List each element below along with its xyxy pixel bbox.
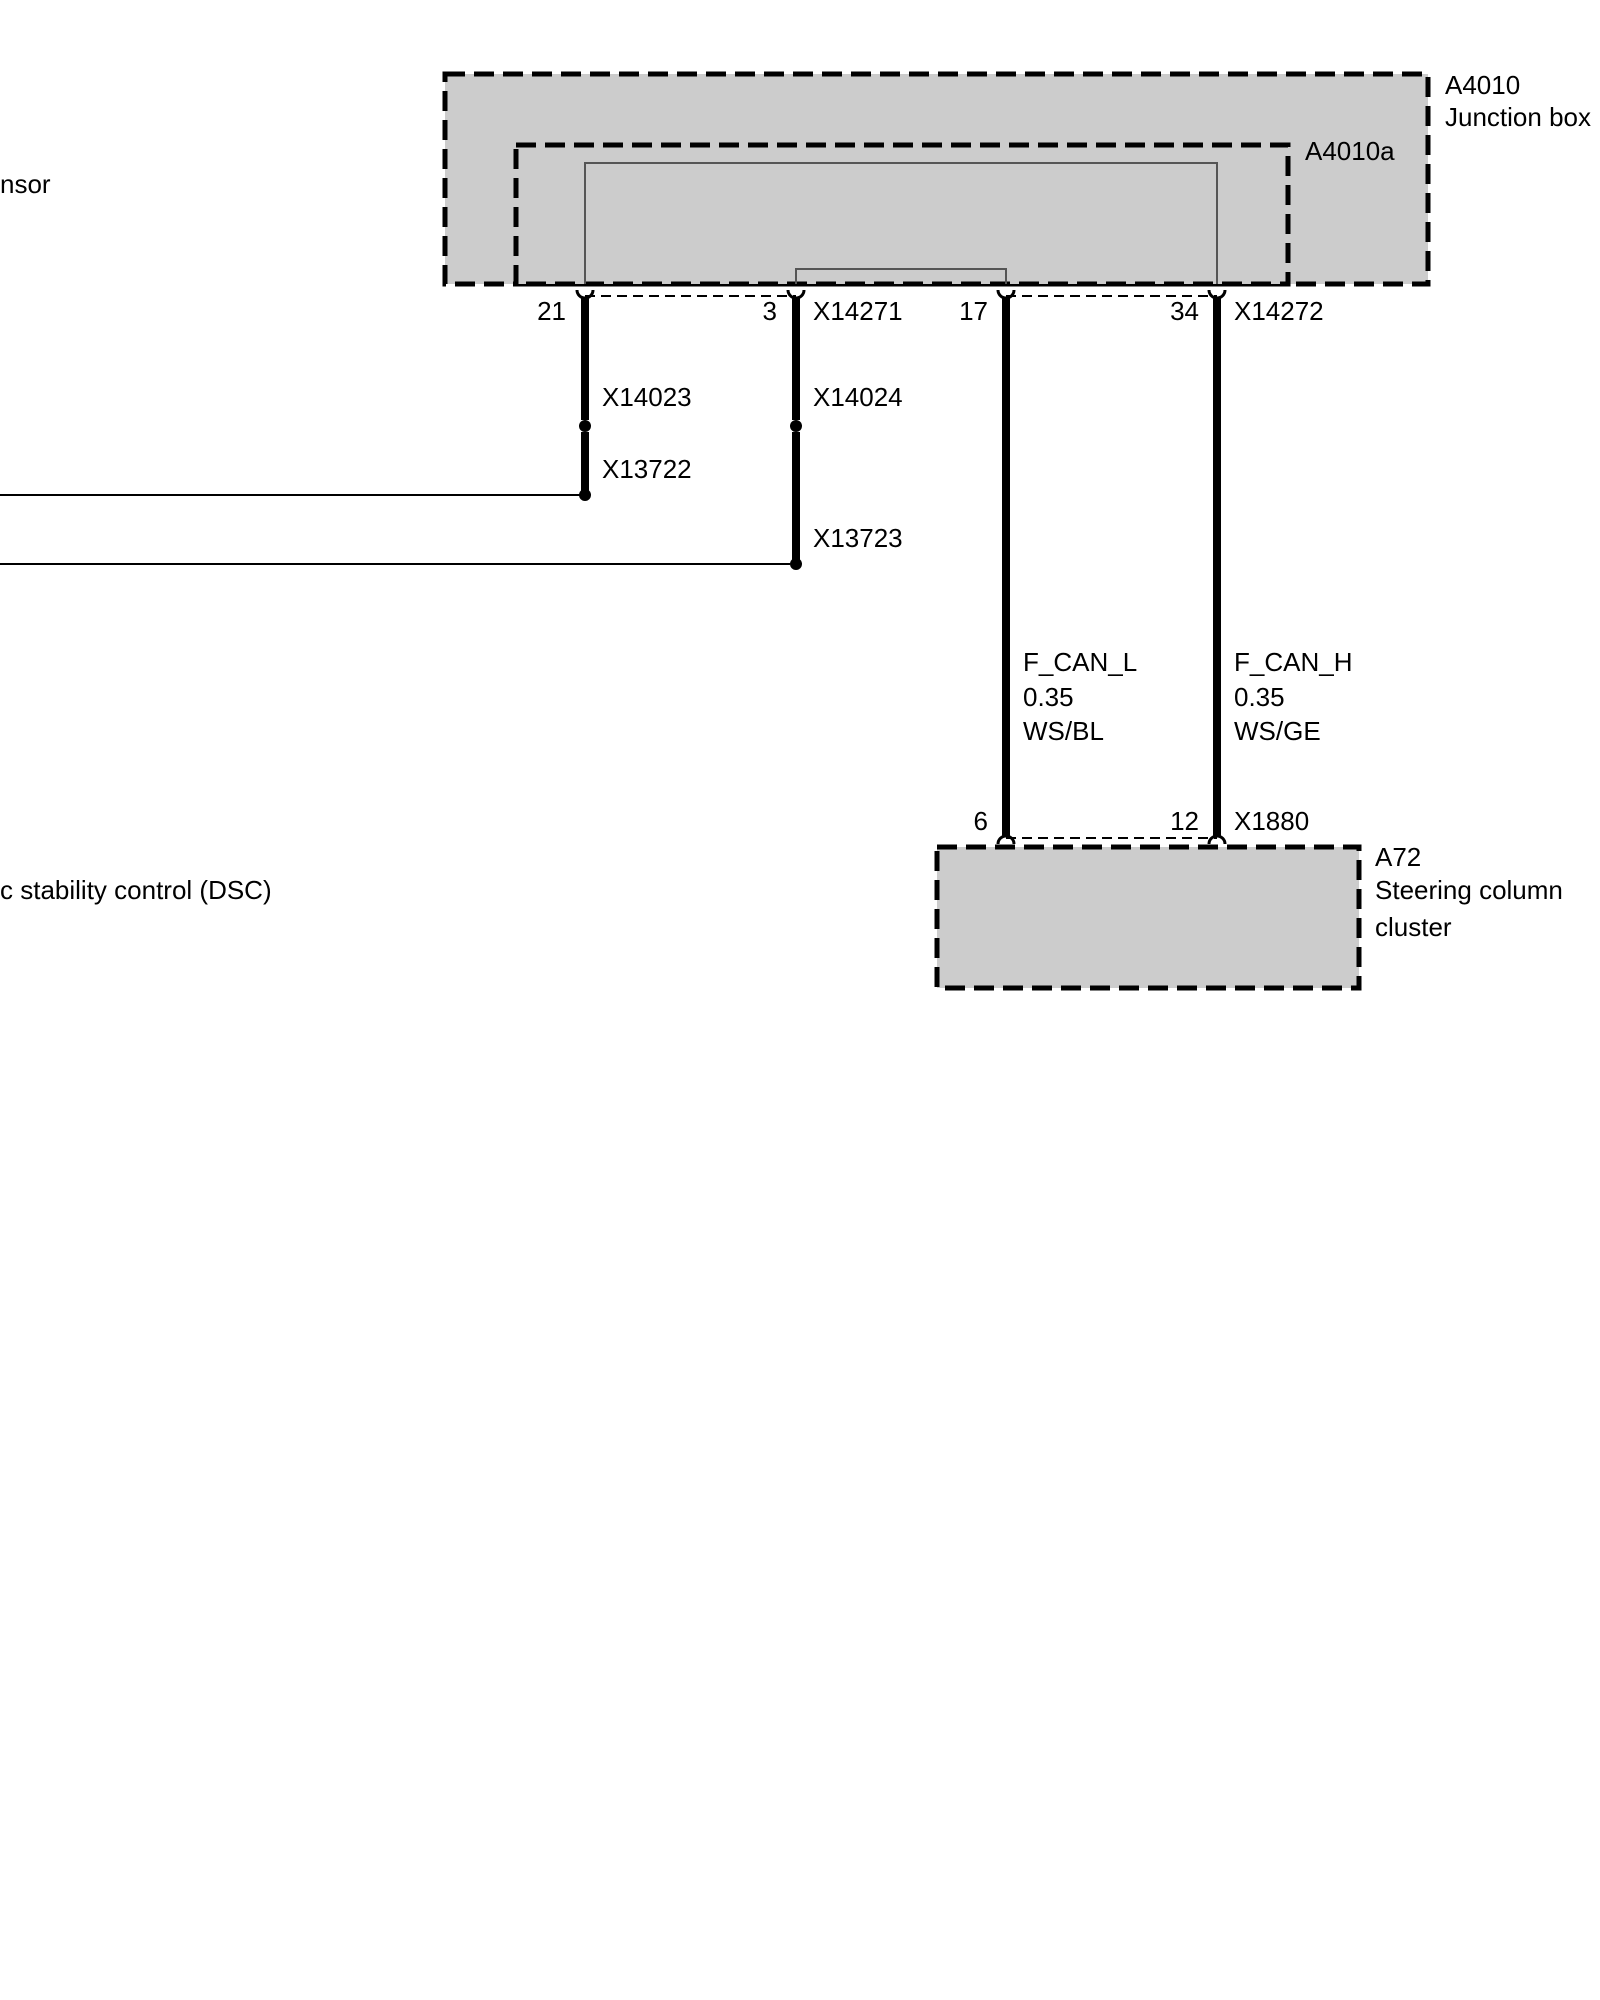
pin-3: 3: [763, 296, 777, 326]
connector-x14024: X14024: [813, 382, 903, 412]
connector-x13723: X13723: [813, 523, 903, 553]
a72-name-line1: Steering column: [1375, 875, 1563, 905]
connector-x1880: X1880: [1234, 806, 1309, 836]
wire-color-f-can-l: WS/BL: [1023, 716, 1104, 746]
wire-gauge-f-can-l: 0.35: [1023, 682, 1074, 712]
connector-x14271: X14271: [813, 296, 903, 326]
connector-x14272: X14272: [1234, 296, 1324, 326]
internal-wire-3-17: [795, 268, 1007, 284]
pin-21: 21: [537, 296, 566, 326]
wire-color-f-can-h: WS/GE: [1234, 716, 1321, 746]
dsc-label: c stability control (DSC): [0, 875, 272, 905]
pin-terminals: [575, 289, 1227, 845]
internal-wire-21-34: [584, 162, 1218, 284]
a72-id: A72: [1375, 842, 1421, 872]
a4010a-id: A4010a: [1305, 136, 1395, 166]
a72-name-line2: cluster: [1375, 912, 1452, 942]
sensor-label: nsor: [0, 169, 51, 199]
pin-34: 34: [1170, 296, 1199, 326]
junction-box-a4010a[interactable]: [513, 142, 1291, 287]
harness-wires: [581, 298, 1221, 836]
pin-12: 12: [1170, 806, 1199, 836]
splice-dots: [579, 420, 802, 570]
a4010-name: Junction box: [1445, 102, 1591, 132]
pin-17: 17: [959, 296, 988, 326]
pin-6: 6: [974, 806, 988, 836]
connector-x13722: X13722: [602, 454, 692, 484]
wire-signal-f-can-h: F_CAN_H: [1234, 647, 1352, 677]
wire-signal-f-can-l: F_CAN_L: [1023, 647, 1137, 677]
a4010-id: A4010: [1445, 70, 1520, 100]
wire-gauge-f-can-h: 0.35: [1234, 682, 1285, 712]
connector-x14023: X14023: [602, 382, 692, 412]
steering-column-cluster-a72[interactable]: [934, 844, 1362, 991]
